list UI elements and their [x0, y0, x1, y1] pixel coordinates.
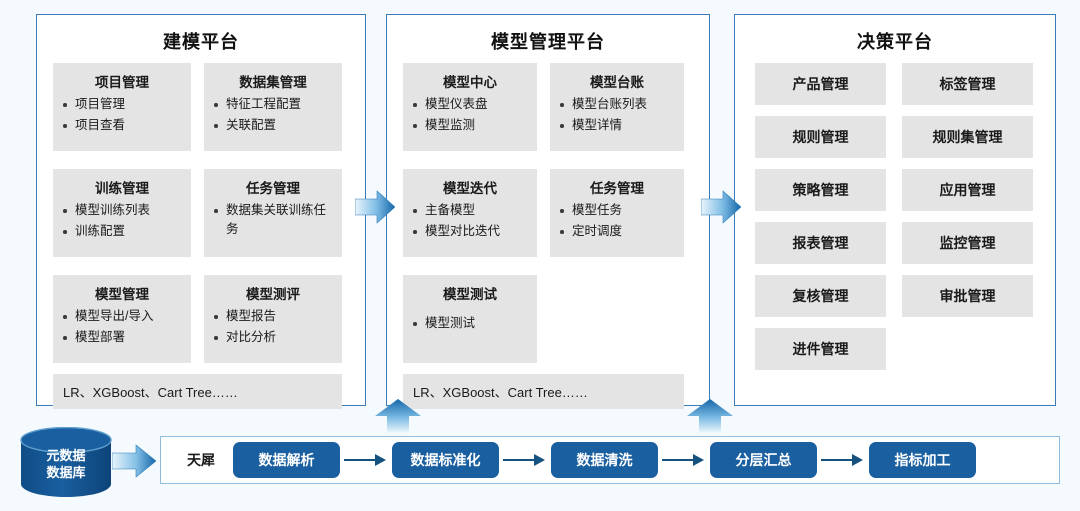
card-title: 模型中心 — [443, 75, 497, 90]
panel-title: 决策平台 — [857, 32, 933, 52]
panel-body: 产品管理 标签管理 规则管理 规则集管理 策略管理 应用管理 报表管理 监控管理… — [735, 63, 1055, 370]
list-item[interactable]: 模型任务 — [560, 201, 678, 220]
decision-tile-grid: 产品管理 标签管理 规则管理 规则集管理 策略管理 应用管理 报表管理 监控管理… — [755, 63, 1035, 370]
database-cylinder-icon: 元数据 数据库 — [18, 426, 114, 497]
card-item-list: 模型报告 对比分析 — [204, 307, 342, 347]
decision-tile[interactable]: 策略管理 — [755, 169, 886, 211]
decision-tile[interactable]: 复核管理 — [755, 275, 886, 317]
list-item[interactable]: 定时调度 — [560, 222, 678, 241]
list-item[interactable]: 主备模型 — [413, 201, 531, 220]
card-title: 任务管理 — [246, 181, 300, 196]
module-card-grid: 项目管理 项目管理 项目查看 数据集管理 特征工程配置 关联配置 训练管理 — [53, 63, 349, 363]
decision-tile[interactable]: 审批管理 — [902, 275, 1033, 317]
decision-tile[interactable]: 规则集管理 — [902, 116, 1033, 158]
panel-modeling-platform: 建模平台 项目管理 项目管理 项目查看 数据集管理 特征工程配置 关联配置 — [36, 14, 366, 409]
pipeline-step[interactable]: 分层汇总 — [710, 442, 817, 478]
card-title: 模型台账 — [590, 75, 644, 90]
module-card[interactable]: 任务管理 模型任务 定时调度 — [550, 169, 684, 257]
data-pipeline-container: 天犀 数据解析 数据标准化 数据清洗 分层汇总 指标加工 — [160, 436, 1060, 484]
pipeline-owner-label: 天犀 — [187, 452, 215, 468]
module-card[interactable]: 项目管理 项目管理 项目查看 — [53, 63, 191, 151]
decision-tile[interactable]: 产品管理 — [755, 63, 886, 105]
module-card[interactable]: 模型测评 模型报告 对比分析 — [204, 275, 342, 363]
list-item[interactable]: 模型详情 — [560, 116, 678, 135]
card-title: 项目管理 — [95, 75, 149, 90]
card-title: 任务管理 — [590, 181, 644, 196]
pipeline-connector-arrow-icon — [499, 454, 551, 466]
arrow-right-icon — [112, 444, 156, 478]
card-title: 训练管理 — [95, 181, 149, 196]
pipeline-connector-arrow-icon — [658, 454, 710, 466]
list-item[interactable]: 对比分析 — [214, 328, 336, 347]
list-item[interactable]: 模型对比迭代 — [413, 222, 531, 241]
list-item[interactable]: 项目查看 — [63, 116, 185, 135]
card-title: 数据集管理 — [239, 75, 307, 90]
list-item[interactable]: 模型部署 — [63, 328, 185, 347]
card-item-list: 项目管理 项目查看 — [53, 95, 191, 135]
pipeline-connector-arrow-icon — [340, 454, 392, 466]
panel-title: 模型管理平台 — [491, 32, 605, 52]
arrow-right-icon — [355, 190, 395, 224]
card-title: 模型测评 — [246, 287, 300, 302]
module-card[interactable]: 任务管理 数据集关联训练任务 — [204, 169, 342, 257]
card-item-list: 模型仪表盘 模型监测 — [403, 95, 537, 135]
module-card[interactable]: 模型中心 模型仪表盘 模型监测 — [403, 63, 537, 151]
card-item-list: 特征工程配置 关联配置 — [204, 95, 342, 135]
list-item[interactable]: 模型仪表盘 — [413, 95, 531, 114]
arrow-up-icon — [687, 399, 733, 433]
module-card[interactable]: 训练管理 模型训练列表 训练配置 — [53, 169, 191, 257]
list-item[interactable]: 模型台账列表 — [560, 95, 678, 114]
card-item-list: 模型导出/导入 模型部署 — [53, 307, 191, 347]
pipeline-step[interactable]: 指标加工 — [869, 442, 976, 478]
decision-tile[interactable]: 应用管理 — [902, 169, 1033, 211]
list-item[interactable]: 模型监测 — [413, 116, 531, 135]
algorithms-strip: LR、XGBoost、Cart Tree…… — [53, 374, 342, 409]
card-item-list: 模型测试 — [403, 314, 537, 333]
list-item[interactable]: 数据集关联训练任务 — [214, 201, 336, 239]
panel-decision-platform: 决策平台 产品管理 标签管理 规则管理 规则集管理 策略管理 应用管理 报表管理… — [734, 14, 1056, 406]
card-title: 模型管理 — [95, 287, 149, 302]
card-title: 模型测试 — [443, 287, 497, 302]
card-item-list: 模型任务 定时调度 — [550, 201, 684, 241]
algorithms-strip: LR、XGBoost、Cart Tree…… — [403, 374, 684, 409]
panel-title: 建模平台 — [163, 32, 239, 52]
list-item[interactable]: 模型导出/导入 — [63, 307, 185, 326]
decision-tile[interactable]: 报表管理 — [755, 222, 886, 264]
card-title: 模型迭代 — [443, 181, 497, 196]
card-item-list: 数据集关联训练任务 — [204, 201, 342, 239]
pipeline-step[interactable]: 数据解析 — [233, 442, 340, 478]
decision-tile[interactable]: 标签管理 — [902, 63, 1033, 105]
card-item-list: 模型训练列表 训练配置 — [53, 201, 191, 241]
module-card[interactable]: 模型测试 模型测试 — [403, 275, 537, 363]
module-card[interactable]: 模型管理 模型导出/导入 模型部署 — [53, 275, 191, 363]
card-item-list: 模型台账列表 模型详情 — [550, 95, 684, 135]
module-card[interactable]: 模型台账 模型台账列表 模型详情 — [550, 63, 684, 151]
pipeline-step[interactable]: 数据清洗 — [551, 442, 658, 478]
panel-body: 模型中心 模型仪表盘 模型监测 模型台账 模型台账列表 模型详情 模型迭代 — [387, 63, 709, 409]
panel-model-management-platform: 模型管理平台 模型中心 模型仪表盘 模型监测 模型台账 模型台账列表 模型详情 — [386, 14, 710, 409]
list-item[interactable]: 关联配置 — [214, 116, 336, 135]
decision-tile[interactable]: 规则管理 — [755, 116, 886, 158]
list-item[interactable]: 训练配置 — [63, 222, 185, 241]
module-card-grid: 模型中心 模型仪表盘 模型监测 模型台账 模型台账列表 模型详情 模型迭代 — [403, 63, 693, 363]
decision-tile[interactable]: 进件管理 — [755, 328, 886, 370]
list-item[interactable]: 模型训练列表 — [63, 201, 185, 220]
panel-body: 项目管理 项目管理 项目查看 数据集管理 特征工程配置 关联配置 训练管理 — [37, 63, 365, 409]
arrow-up-icon — [375, 399, 421, 433]
list-item[interactable]: 项目管理 — [63, 95, 185, 114]
arrow-right-icon — [701, 190, 741, 224]
pipeline-step[interactable]: 数据标准化 — [392, 442, 499, 478]
pipeline-connector-arrow-icon — [817, 454, 869, 466]
list-item[interactable]: 模型报告 — [214, 307, 336, 326]
list-item[interactable]: 模型测试 — [413, 314, 531, 333]
list-item[interactable]: 特征工程配置 — [214, 95, 336, 114]
decision-tile[interactable]: 监控管理 — [902, 222, 1033, 264]
card-item-list: 主备模型 模型对比迭代 — [403, 201, 537, 241]
module-card[interactable]: 模型迭代 主备模型 模型对比迭代 — [403, 169, 537, 257]
module-card[interactable]: 数据集管理 特征工程配置 关联配置 — [204, 63, 342, 151]
